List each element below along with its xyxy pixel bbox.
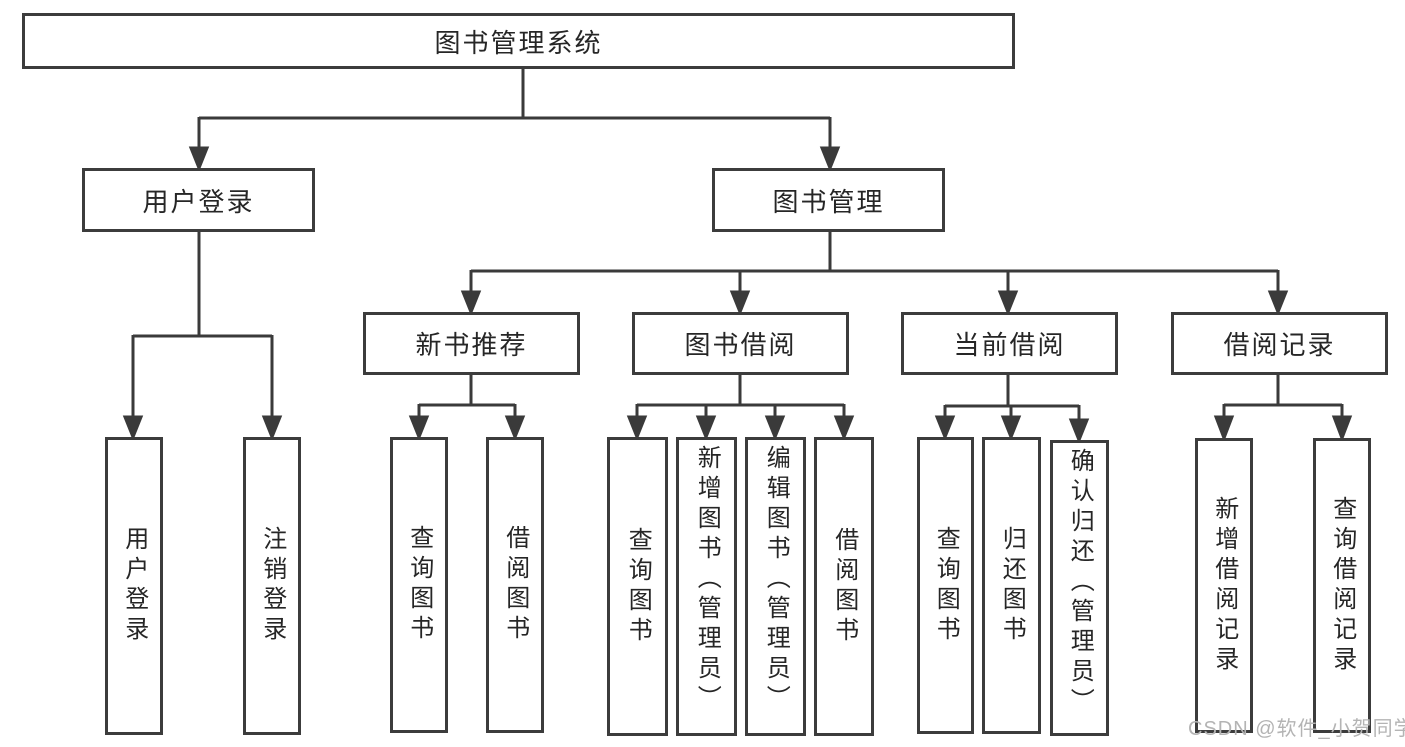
arrow-down-icon	[460, 290, 482, 317]
leaf-rec-query-book: 查询图书	[390, 437, 448, 733]
leaf-user-login: 用户登录	[105, 437, 163, 735]
leaf-borrow-query-book-label: 查询图书	[624, 526, 652, 647]
leaf-record-query-record-label: 查询借阅记录	[1328, 495, 1356, 676]
node-root: 图书管理系统	[22, 13, 1015, 69]
arrow-down-icon	[122, 415, 144, 442]
leaf-record-add-record: 新增借阅记录	[1195, 438, 1253, 733]
leaf-borrow-borrow-book: 借阅图书	[814, 437, 874, 736]
leaf-logout-label: 注销登录	[258, 526, 286, 646]
connector-borrowrecord-to-leaves	[1213, 375, 1353, 443]
arrow-down-icon	[1000, 415, 1022, 442]
leaf-rec-query-book-label: 查询图书	[405, 525, 433, 645]
arrow-down-icon	[729, 290, 751, 317]
csdn-watermark: CSDN @软件_小贺同学	[1188, 718, 1405, 740]
arrow-down-icon	[261, 415, 283, 442]
leaf-borrow-edit-book-admin-label: 编辑图书（管理员）	[762, 445, 790, 715]
connector-bookmgmt-to-level3	[460, 232, 1289, 317]
arrow-down-icon	[1331, 415, 1353, 443]
arrow-down-icon	[1267, 290, 1289, 317]
leaf-current-confirm-return-admin: 确认归还（管理员）	[1050, 440, 1109, 736]
leaf-borrow-query-book: 查询图书	[607, 437, 668, 736]
node-root-label: 图书管理系统	[434, 27, 603, 58]
leaf-current-confirm-return-admin-label: 确认归还（管理员）	[1066, 448, 1094, 718]
connector-newbookrec-to-leaves	[408, 375, 526, 442]
connector-userlogin-to-leaves	[122, 232, 283, 442]
leaf-record-query-record: 查询借阅记录	[1313, 438, 1371, 733]
connector-root-to-level2	[188, 69, 841, 173]
node-user-login: 用户登录	[82, 168, 315, 232]
connector-bookborrow-to-leaves	[626, 375, 855, 442]
node-new-book-recommend: 新书推荐	[363, 312, 580, 375]
arrow-down-icon	[504, 415, 526, 442]
node-book-borrow-label: 图书借阅	[684, 330, 797, 360]
leaf-borrow-add-book-admin: 新增图书（管理员）	[676, 437, 737, 736]
leaf-record-add-record-label: 新增借阅记录	[1210, 495, 1238, 676]
leaf-current-query-book-label: 查询图书	[932, 525, 960, 646]
arrow-down-icon	[833, 415, 855, 442]
arrow-down-icon	[1068, 418, 1090, 445]
arrow-down-icon	[764, 415, 786, 442]
leaf-user-login-label: 用户登录	[120, 526, 148, 646]
node-new-book-recommend-label: 新书推荐	[415, 330, 528, 360]
node-current-borrow-label: 当前借阅	[953, 330, 1066, 360]
arrow-down-icon	[408, 415, 430, 442]
node-current-borrow: 当前借阅	[901, 312, 1118, 375]
arrow-down-icon	[997, 290, 1019, 317]
node-borrow-record: 借阅记录	[1171, 312, 1388, 375]
leaf-current-query-book: 查询图书	[917, 437, 974, 734]
arrow-down-icon	[695, 415, 717, 442]
leaf-rec-borrow-book: 借阅图书	[486, 437, 544, 733]
arrow-down-icon	[819, 146, 841, 173]
leaf-borrow-add-book-admin-label: 新增图书（管理员）	[693, 445, 721, 715]
leaf-current-return-book: 归还图书	[982, 437, 1041, 734]
node-book-management: 图书管理	[712, 168, 945, 232]
node-user-login-label: 用户登录	[142, 186, 255, 217]
node-book-management-label: 图书管理	[772, 186, 885, 217]
leaf-current-return-book-label: 归还图书	[998, 525, 1026, 646]
arrow-down-icon	[1213, 415, 1235, 443]
leaf-borrow-borrow-book-label: 借阅图书	[830, 526, 858, 647]
leaf-borrow-edit-book-admin: 编辑图书（管理员）	[745, 437, 806, 736]
arrow-down-icon	[188, 146, 210, 173]
node-book-borrow: 图书借阅	[632, 312, 849, 375]
leaf-rec-borrow-book-label: 借阅图书	[501, 525, 529, 645]
arrow-down-icon	[934, 415, 956, 442]
connector-currentborrow-to-leaves	[934, 375, 1090, 445]
node-borrow-record-label: 借阅记录	[1223, 330, 1336, 360]
leaf-logout: 注销登录	[243, 437, 301, 735]
arrow-down-icon	[626, 415, 648, 442]
